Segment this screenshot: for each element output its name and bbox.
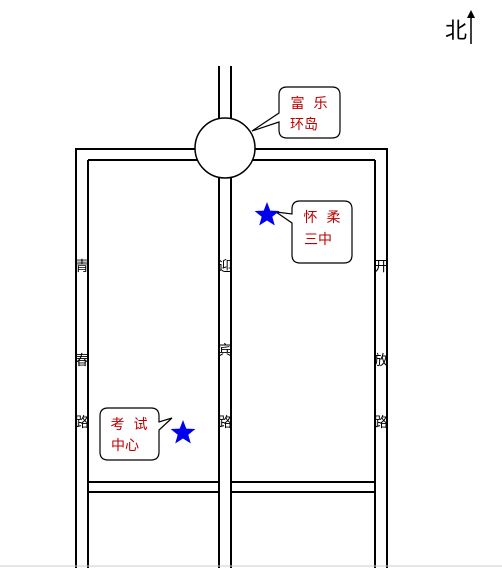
qingchun-road-char-2: 春 [75,353,89,369]
yingbin-road-char-3: 路 [218,415,232,431]
huairou-school-callout: 怀 柔 三中 [275,200,353,264]
kaifang-road-char-2: 放 [374,353,388,369]
exam-center-star-marker [170,420,196,444]
north-label: 北 [445,19,467,44]
yingbin-road-char-2: 宾 [218,343,232,359]
fule-roundabout [194,117,256,179]
qingchun-road-char-1: 青 [75,259,89,275]
exam-callout-line-1: 考 试 [111,417,148,433]
fule-roundabout-callout: 富 乐 环岛 [251,86,341,139]
kaifang-road-char-1: 开 [374,259,388,275]
school-callout-line-2: 三中 [304,232,332,248]
road-network [75,66,388,568]
fule-callout-line-2: 环岛 [290,117,318,133]
qingchun-road-char-3: 路 [75,415,89,431]
kaifang-road-char-3: 路 [374,415,388,431]
yingbin-road-char-1: 迎 [218,259,232,275]
exam-center-callout: 考 试 中心 [99,407,173,461]
exam-callout-bubble [99,407,173,461]
huairou-school-star-marker [254,202,280,226]
fule-callout-line-1: 富 乐 [291,95,328,112]
school-callout-bubble [275,200,353,264]
fule-callout-bubble [251,86,341,139]
school-callout-line-1: 怀 柔 [304,210,341,226]
exam-callout-line-2: 中心 [111,438,139,454]
north-arrow-head [467,10,475,18]
north-indicator: 北 [445,10,475,44]
